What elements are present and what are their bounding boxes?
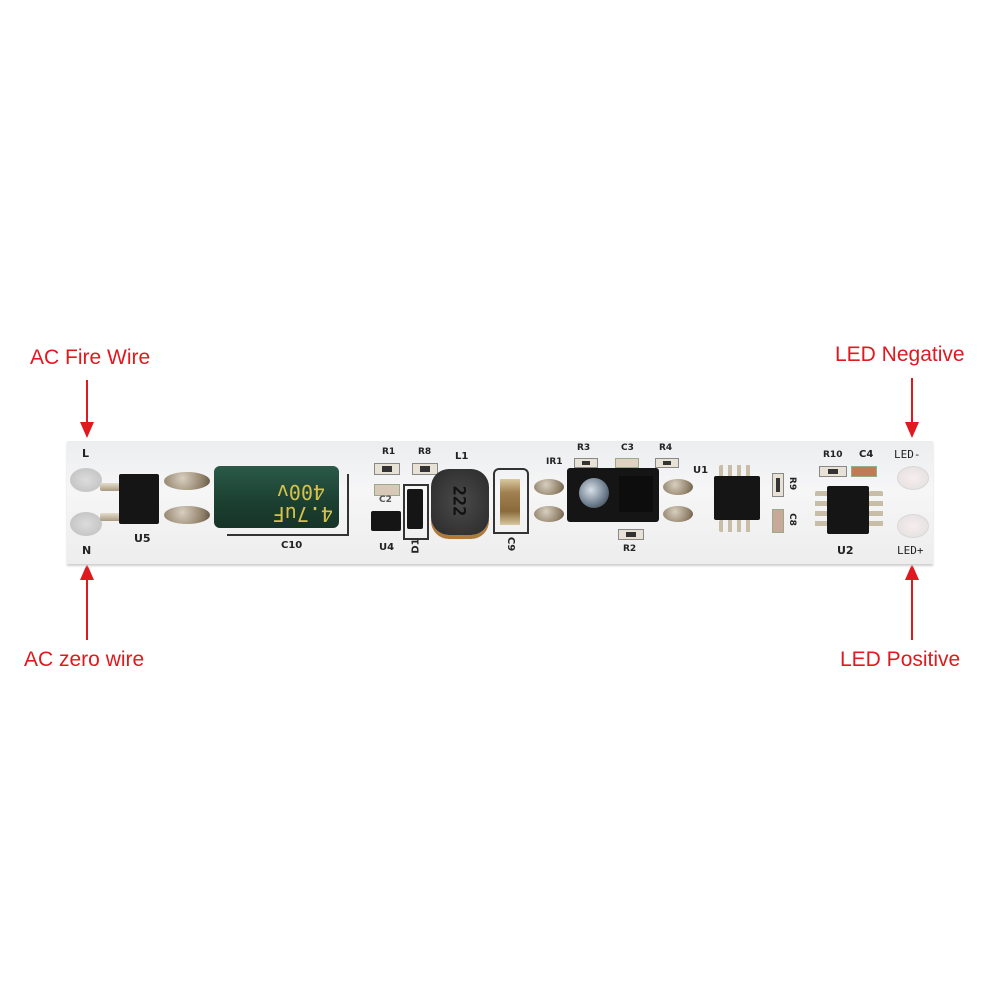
callout-ac-fire-wire: AC Fire Wire [30, 346, 151, 369]
resistor-r2 [618, 529, 644, 540]
callout-led-positive: LED Positive [840, 648, 961, 671]
capacitor-marking-capacitance: 4.7uF [272, 502, 333, 526]
designator-u4: U4 [379, 542, 395, 553]
resistor-r1 [374, 463, 400, 475]
u4-chip [371, 511, 401, 531]
resistor-r8 [412, 463, 438, 475]
capacitor-marking-voltage: 400v [276, 480, 325, 504]
callout-ac-zero-wire: AC zero wire [24, 648, 145, 671]
terminal-label-led-negative: LED- [894, 448, 921, 461]
arrow-down-icon [905, 378, 919, 438]
u2-pins-left [815, 491, 829, 529]
u1-pins-bottom [719, 520, 755, 532]
u2-chip [827, 486, 869, 534]
capacitor-c2 [374, 484, 400, 496]
capacitor-c9 [500, 479, 520, 525]
arrow-down-icon [80, 380, 94, 438]
inductor-l1: 222 [431, 469, 489, 535]
designator-c9: C9 [505, 536, 517, 552]
solder-joint [663, 479, 693, 495]
solder-joint [164, 472, 210, 490]
resistor-r10 [819, 466, 847, 477]
terminal-label-l: L [82, 447, 90, 460]
terminal-label-n: N [82, 544, 92, 557]
u5-lead [100, 483, 120, 491]
u5-chip [119, 474, 159, 524]
designator-r1: R1 [382, 447, 396, 457]
designator-c10: C10 [281, 540, 303, 551]
resistor-r4 [655, 458, 679, 468]
ir-sensor-ir1 [567, 468, 659, 522]
u2-pins-right [869, 491, 883, 529]
solder-joint [534, 506, 564, 522]
designator-r8: R8 [418, 447, 432, 457]
solder-pad-l [70, 468, 102, 492]
designator-r9: R9 [787, 476, 798, 491]
designator-u1: U1 [693, 465, 709, 476]
solder-joint [534, 479, 564, 495]
designator-c3: C3 [621, 443, 634, 453]
c10-outline [227, 474, 349, 536]
designator-c4: C4 [859, 449, 874, 460]
designator-d1: D1 [410, 538, 422, 554]
callout-led-negative: LED Negative [835, 343, 965, 366]
d1-outline [403, 484, 429, 540]
designator-c8: C8 [786, 513, 797, 526]
solder-joint [164, 506, 210, 524]
c9-outline [493, 468, 529, 534]
arrow-up-icon [80, 564, 94, 640]
capacitor-c3 [615, 458, 639, 468]
ir-emitter-lens [579, 478, 609, 508]
solder-pad-led-negative [897, 466, 929, 490]
terminal-label-led-positive: LED+ [897, 544, 924, 557]
designator-r2: R2 [623, 544, 637, 554]
solder-joint [663, 506, 693, 522]
u1-pins-top [719, 465, 755, 477]
designator-r4: R4 [659, 443, 673, 453]
designator-r10: R10 [823, 450, 843, 460]
designator-ir1: IR1 [546, 457, 563, 467]
solder-pad-led-positive [897, 514, 929, 538]
designator-c2: C2 [379, 495, 392, 505]
designator-r3: R3 [577, 443, 591, 453]
designator-u2: U2 [837, 544, 854, 557]
designator-u5: U5 [134, 532, 151, 545]
arrow-up-icon [905, 564, 919, 640]
inductor-marking: 222 [448, 485, 469, 517]
solder-pad-n [70, 512, 102, 536]
diode-d1 [407, 489, 423, 529]
resistor-r9 [772, 473, 784, 497]
ir-receiver [619, 476, 653, 512]
pcb-board: L N U5 400v 4.7uF C10 R1 R8 C2 U4 D1 L1 … [67, 441, 933, 564]
capacitor-c4 [851, 466, 877, 477]
electrolytic-capacitor-c10: 400v 4.7uF [214, 466, 339, 528]
u1-chip [714, 476, 760, 520]
capacitor-c8 [772, 509, 784, 533]
resistor-r3 [574, 458, 598, 468]
u5-lead [100, 513, 120, 521]
designator-l1: L1 [455, 451, 469, 462]
